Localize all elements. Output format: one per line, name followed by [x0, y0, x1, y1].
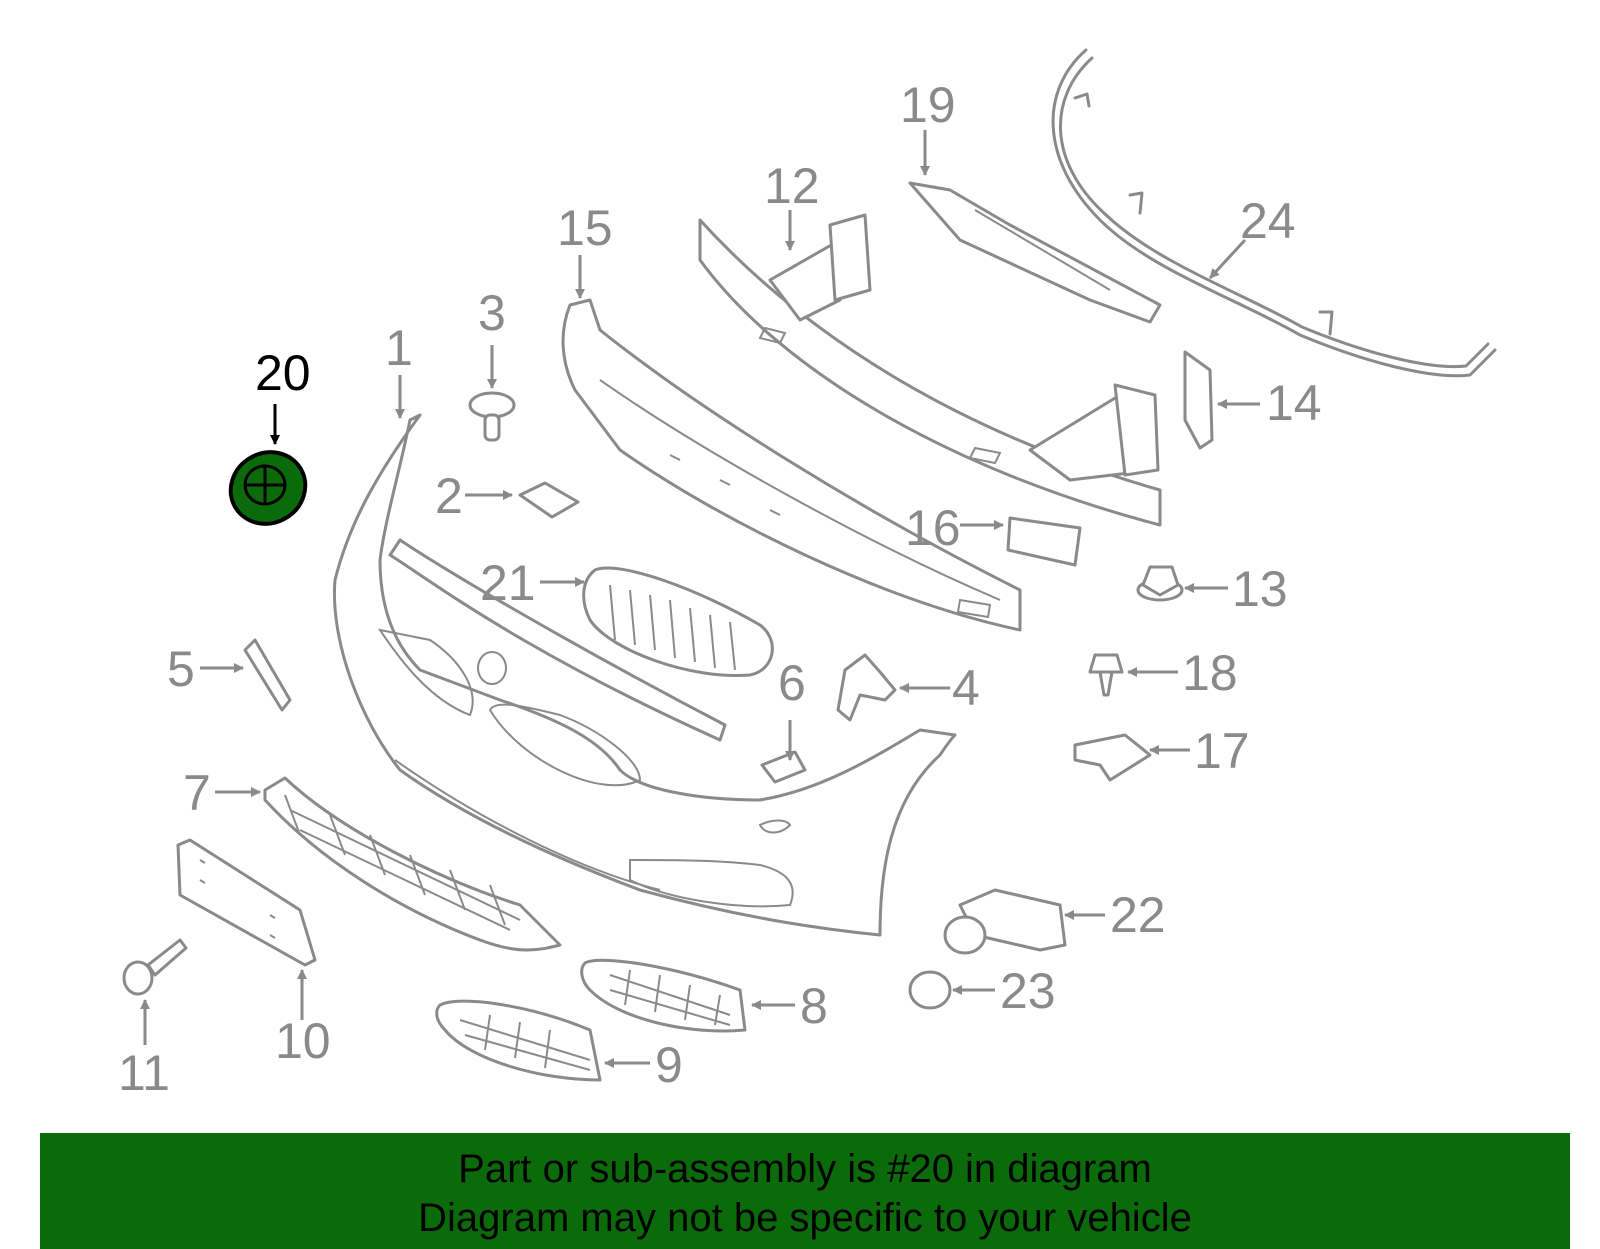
- callout-19[interactable]: 19: [900, 77, 956, 133]
- callout-10[interactable]: 10: [275, 1013, 331, 1069]
- callout-17[interactable]: 17: [1194, 723, 1250, 779]
- part-14-bracket: [1183, 350, 1214, 450]
- part-24-wiring-harness: [1051, 48, 1497, 378]
- part-7-lower-grille: [263, 776, 562, 952]
- callout-15[interactable]: 15: [557, 200, 613, 256]
- callout-7[interactable]: 7: [183, 765, 211, 821]
- part-6-cover: [760, 750, 807, 784]
- callout-14[interactable]: 14: [1266, 375, 1322, 431]
- callout-20[interactable]: 20: [255, 345, 311, 401]
- callout-11[interactable]: 11: [118, 1045, 170, 1101]
- callout-9[interactable]: 9: [655, 1037, 683, 1093]
- callout-2[interactable]: 2: [435, 468, 463, 524]
- part-21-kidney-grille: [582, 566, 774, 678]
- callout-21[interactable]: 21: [480, 555, 536, 611]
- callout-8[interactable]: 8: [800, 978, 828, 1034]
- callout-22[interactable]: 22: [1110, 887, 1166, 943]
- banner-line-1: Part or sub-assembly is #20 in diagram: [458, 1147, 1152, 1191]
- part-9-side-grille: [435, 999, 602, 1082]
- part-1-bumper-cover: [332, 413, 957, 937]
- part-22-park-sensor: [943, 888, 1067, 955]
- callout-labels: 20 1 3 2 15 12 19 24 14 16 21 13 18 17 4…: [118, 77, 1322, 1101]
- part-11-screw: [122, 938, 188, 996]
- callout-23[interactable]: 23: [1000, 963, 1056, 1019]
- callout-1[interactable]: 1: [385, 320, 413, 376]
- part-17-clip: [1073, 733, 1152, 782]
- part-4-bracket: [836, 653, 897, 722]
- part-20-emblem: [228, 450, 308, 526]
- info-banner: Part or sub-assembly is #20 in diagram D…: [40, 1133, 1570, 1249]
- callout-12[interactable]: 12: [764, 158, 820, 214]
- part-18-bolt: [1088, 653, 1124, 697]
- part-3-clip: [468, 391, 516, 442]
- part-5-reflector: [243, 638, 292, 712]
- leader-arrows: [140, 130, 1260, 1068]
- part-10-plate-bracket: [176, 838, 317, 967]
- callout-3[interactable]: 3: [478, 285, 506, 341]
- callout-6[interactable]: 6: [778, 655, 806, 711]
- part-8-side-grille: [580, 958, 747, 1033]
- part-2-bracket: [518, 481, 580, 519]
- part-16-cover: [1006, 516, 1082, 567]
- callout-24[interactable]: 24: [1240, 193, 1296, 249]
- banner-line-2: Diagram may not be specific to your vehi…: [418, 1196, 1192, 1240]
- callout-5[interactable]: 5: [167, 641, 195, 697]
- parts-diagram: 20 1 3 2 15 12 19 24 14 16 21 13 18 17 4…: [118, 48, 1497, 1101]
- callout-18[interactable]: 18: [1182, 645, 1238, 701]
- part-23-cap: [908, 970, 952, 1010]
- callout-13[interactable]: 13: [1232, 561, 1288, 617]
- callout-16[interactable]: 16: [905, 500, 961, 556]
- callout-4[interactable]: 4: [952, 660, 980, 716]
- part-12-bumper-carrier: [698, 213, 1162, 527]
- part-19-strip: [908, 181, 1162, 324]
- part-13-nut: [1136, 565, 1184, 602]
- part-15-energy-absorber: [561, 298, 1022, 632]
